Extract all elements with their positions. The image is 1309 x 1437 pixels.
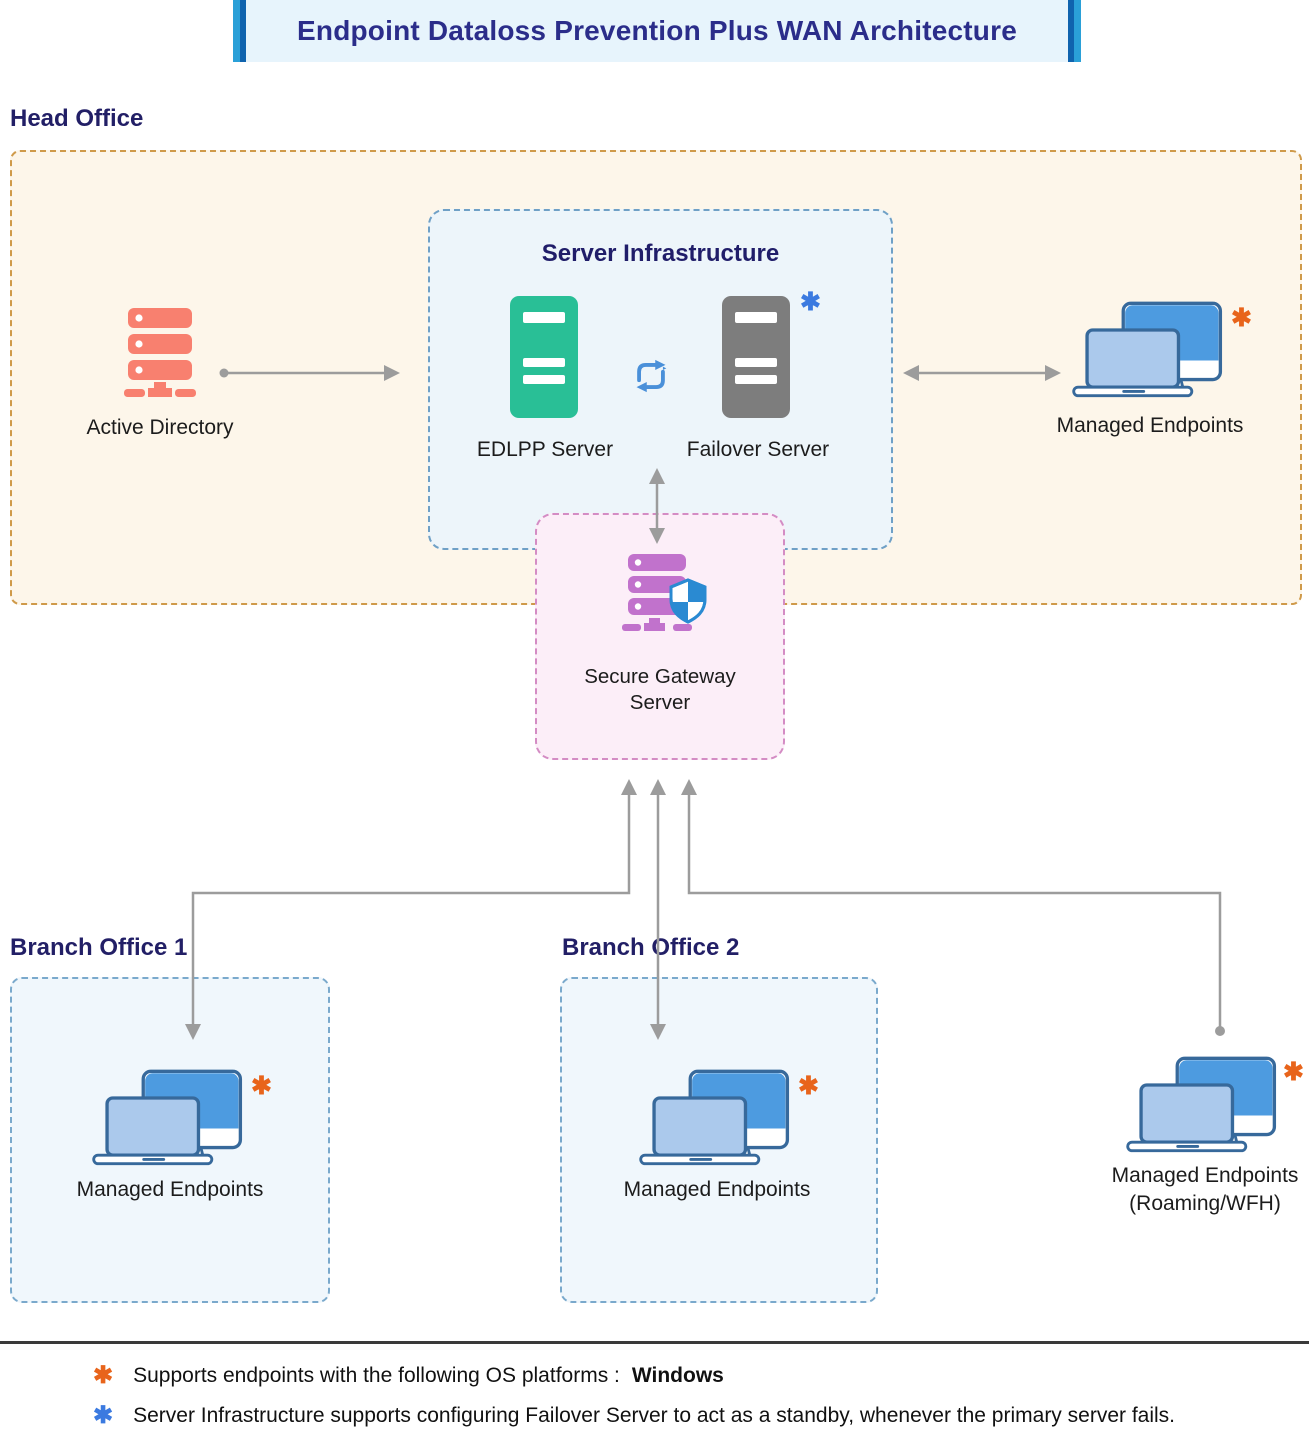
- managed-endpoints-head-office-icon: [1068, 300, 1228, 400]
- footnote-failover: ✱ Server Infrastructure supports configu…: [93, 1404, 1175, 1428]
- failover-server-label: Failover Server: [686, 438, 830, 461]
- managed-endpoints-branch-2-icon: [635, 1068, 795, 1168]
- footnote-windows-highlight: Windows: [631, 1364, 724, 1387]
- edlpp-server-icon: [510, 296, 578, 418]
- managed-endpoints-roaming-label-line1: Managed Endpoints: [1111, 1164, 1299, 1187]
- managed-endpoints-branch-1-asterisk: ✱: [251, 1072, 272, 1100]
- managed-endpoints-roaming-label-line2: (Roaming/WFH): [1129, 1192, 1281, 1215]
- secure-gateway-label-line1: Secure Gateway: [584, 665, 736, 688]
- footnote-windows-asterisk: ✱: [93, 1362, 114, 1389]
- footnote-windows: ✱ Supports endpoints with the following …: [93, 1364, 724, 1388]
- secure-gateway-label: Secure Gateway Server: [535, 664, 785, 716]
- managed-endpoints-head-office-asterisk: ✱: [1231, 304, 1252, 332]
- managed-endpoints-branch-2-asterisk: ✱: [798, 1072, 819, 1100]
- server-infrastructure-title: Server Infrastructure: [541, 240, 780, 267]
- footnote-failover-asterisk: ✱: [93, 1402, 114, 1429]
- title-accent-left: [233, 0, 246, 62]
- managed-endpoints-branch-1-label: Managed Endpoints: [76, 1178, 264, 1201]
- failover-asterisk: ✱: [800, 288, 821, 316]
- managed-endpoints-head-office-label: Managed Endpoints: [1056, 414, 1244, 437]
- managed-endpoints-roaming-asterisk: ✱: [1283, 1058, 1304, 1086]
- sync-icon: [628, 356, 674, 396]
- title-accent-right: [1068, 0, 1081, 62]
- managed-endpoints-branch-1-icon: [88, 1068, 248, 1168]
- footer-divider: [0, 1341, 1309, 1344]
- secure-gateway-label-line2: Server: [629, 691, 691, 714]
- page-title: Endpoint Dataloss Prevention Plus WAN Ar…: [297, 15, 1017, 46]
- server-infrastructure-box: [428, 209, 893, 550]
- branch-office-1-label: Branch Office 1: [10, 934, 188, 961]
- managed-endpoints-branch-2-label: Managed Endpoints: [623, 1178, 811, 1201]
- branch-office-2-label: Branch Office 2: [562, 934, 740, 961]
- active-directory-label: Active Directory: [86, 416, 234, 439]
- title-bar: Endpoint Dataloss Prevention Plus WAN Ar…: [233, 0, 1081, 62]
- active-directory-icon: [122, 308, 198, 400]
- edlpp-server-label: EDLPP Server: [476, 438, 614, 461]
- secure-gateway-icon: [620, 554, 712, 644]
- failover-server-icon: [722, 296, 790, 418]
- managed-endpoints-roaming-label: Managed Endpoints (Roaming/WFH): [1102, 1162, 1308, 1218]
- footnote-windows-text: Supports endpoints with the following OS…: [133, 1364, 620, 1387]
- footnote-failover-text: Server Infrastructure supports configuri…: [133, 1404, 1175, 1427]
- managed-endpoints-roaming-icon: [1122, 1055, 1282, 1155]
- head-office-label: Head Office: [10, 105, 144, 132]
